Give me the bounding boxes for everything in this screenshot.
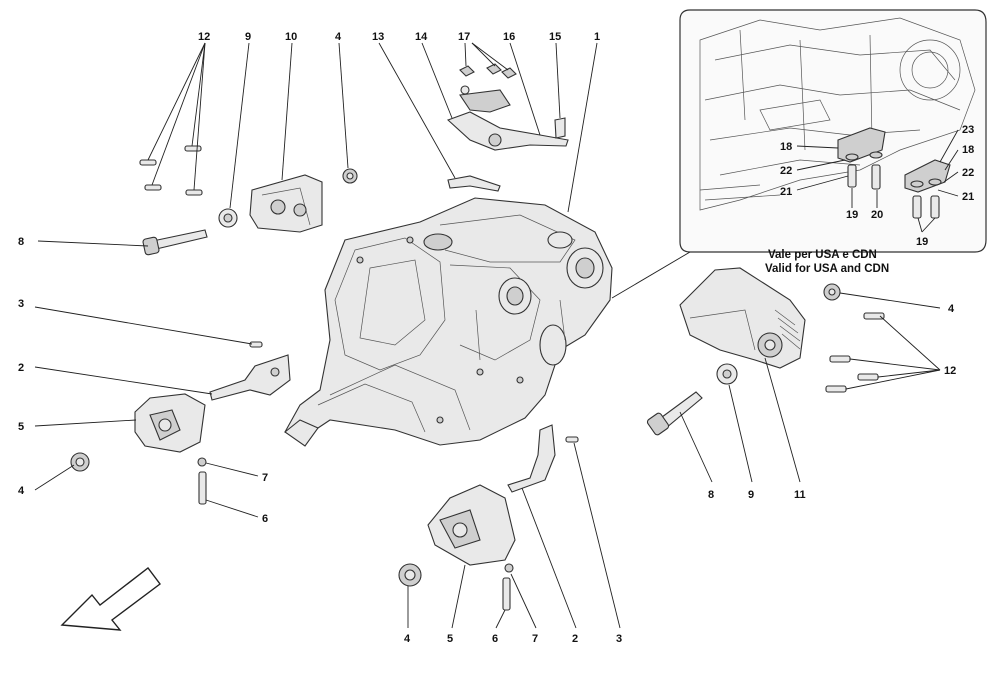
callout-9-right: 9 <box>748 489 754 501</box>
callout-4-bottom: 4 <box>404 633 411 645</box>
leader-lines <box>34 42 941 629</box>
callout-22-left: 22 <box>780 165 792 177</box>
nut-4-center <box>398 563 422 587</box>
callout-18-left: 18 <box>780 141 792 153</box>
callout-21-left: 21 <box>780 186 792 198</box>
pin-8-left <box>142 229 208 256</box>
inset-bracket-right <box>904 159 951 219</box>
front-direction-arrow <box>60 567 161 631</box>
callout-4-right: 4 <box>948 303 955 315</box>
callout-12-right: 12 <box>944 365 956 377</box>
support-bracket-11 <box>679 267 806 369</box>
inset-detail-panel: 18 22 21 19 20 23 18 22 21 19 Vale per U… <box>679 9 987 275</box>
bolts-12-right <box>825 312 885 393</box>
nut-4-top <box>342 168 358 184</box>
nut-17-set <box>459 63 517 79</box>
mount-5-left <box>134 393 206 453</box>
arm-2-center <box>507 424 556 493</box>
callout-5-left: 5 <box>18 421 24 433</box>
callout-23: 23 <box>962 124 974 136</box>
callout-6-bottom: 6 <box>492 633 498 645</box>
callout-15: 15 <box>549 31 561 43</box>
pin-8-right <box>646 391 703 436</box>
callout-2-bottom: 2 <box>572 633 578 645</box>
callout-7-left: 7 <box>262 472 268 484</box>
inset-leaders <box>796 129 959 233</box>
washer-9-right <box>716 363 738 385</box>
callout-5-bottom: 5 <box>447 633 453 645</box>
washer-7-left <box>197 457 207 467</box>
callout-19-right: 19 <box>916 236 928 248</box>
callout-1: 1 <box>594 31 600 43</box>
callout-19-left: 19 <box>846 209 858 221</box>
callout-7-bottom: 7 <box>532 633 538 645</box>
callout-13: 13 <box>372 31 384 43</box>
callout-8-left: 8 <box>18 236 24 248</box>
callout-21-right: 21 <box>962 191 974 203</box>
callout-22-right: 22 <box>962 167 974 179</box>
screw-3-center <box>565 436 579 443</box>
inset-pointer-line <box>611 251 691 299</box>
bolts-12-left <box>139 145 203 196</box>
callout-3-bottom: 3 <box>616 633 622 645</box>
inset-note-english: Valid for USA and CDN <box>765 263 889 275</box>
callout-2-left: 2 <box>18 362 24 374</box>
callout-6-left: 6 <box>262 513 268 525</box>
callout-4-top: 4 <box>335 31 342 43</box>
callout-12-top: 12 <box>198 31 210 43</box>
callout-17: 17 <box>458 31 470 43</box>
callout-14: 14 <box>415 31 428 43</box>
inset-note-italian: Vale per USA e CDN <box>768 249 877 261</box>
nut-4-right <box>823 283 841 301</box>
screw-3-left <box>249 341 263 348</box>
callout-16: 16 <box>503 31 515 43</box>
callout-8-right: 8 <box>708 489 714 501</box>
inset-housing-sketch <box>699 17 976 211</box>
callout-18-right: 18 <box>962 144 974 156</box>
support-bracket-10 <box>249 174 323 233</box>
callout-10: 10 <box>285 31 297 43</box>
callout-11: 11 <box>794 489 806 501</box>
arm-2-left <box>209 354 291 401</box>
callout-4-left: 4 <box>18 485 25 497</box>
callout-20: 20 <box>871 209 883 221</box>
mount-5-center <box>427 484 516 566</box>
bolt-6-left <box>198 471 207 505</box>
callout-9-top: 9 <box>245 31 251 43</box>
washer-7-center <box>504 563 514 573</box>
inset-bracket-left <box>837 127 886 190</box>
bolt-6-center <box>502 577 511 611</box>
shift-linkage <box>446 85 569 192</box>
gearbox-housing <box>284 197 613 447</box>
nut-4-left <box>70 452 90 472</box>
washer-9-left <box>218 208 238 228</box>
callout-3-left: 3 <box>18 298 24 310</box>
